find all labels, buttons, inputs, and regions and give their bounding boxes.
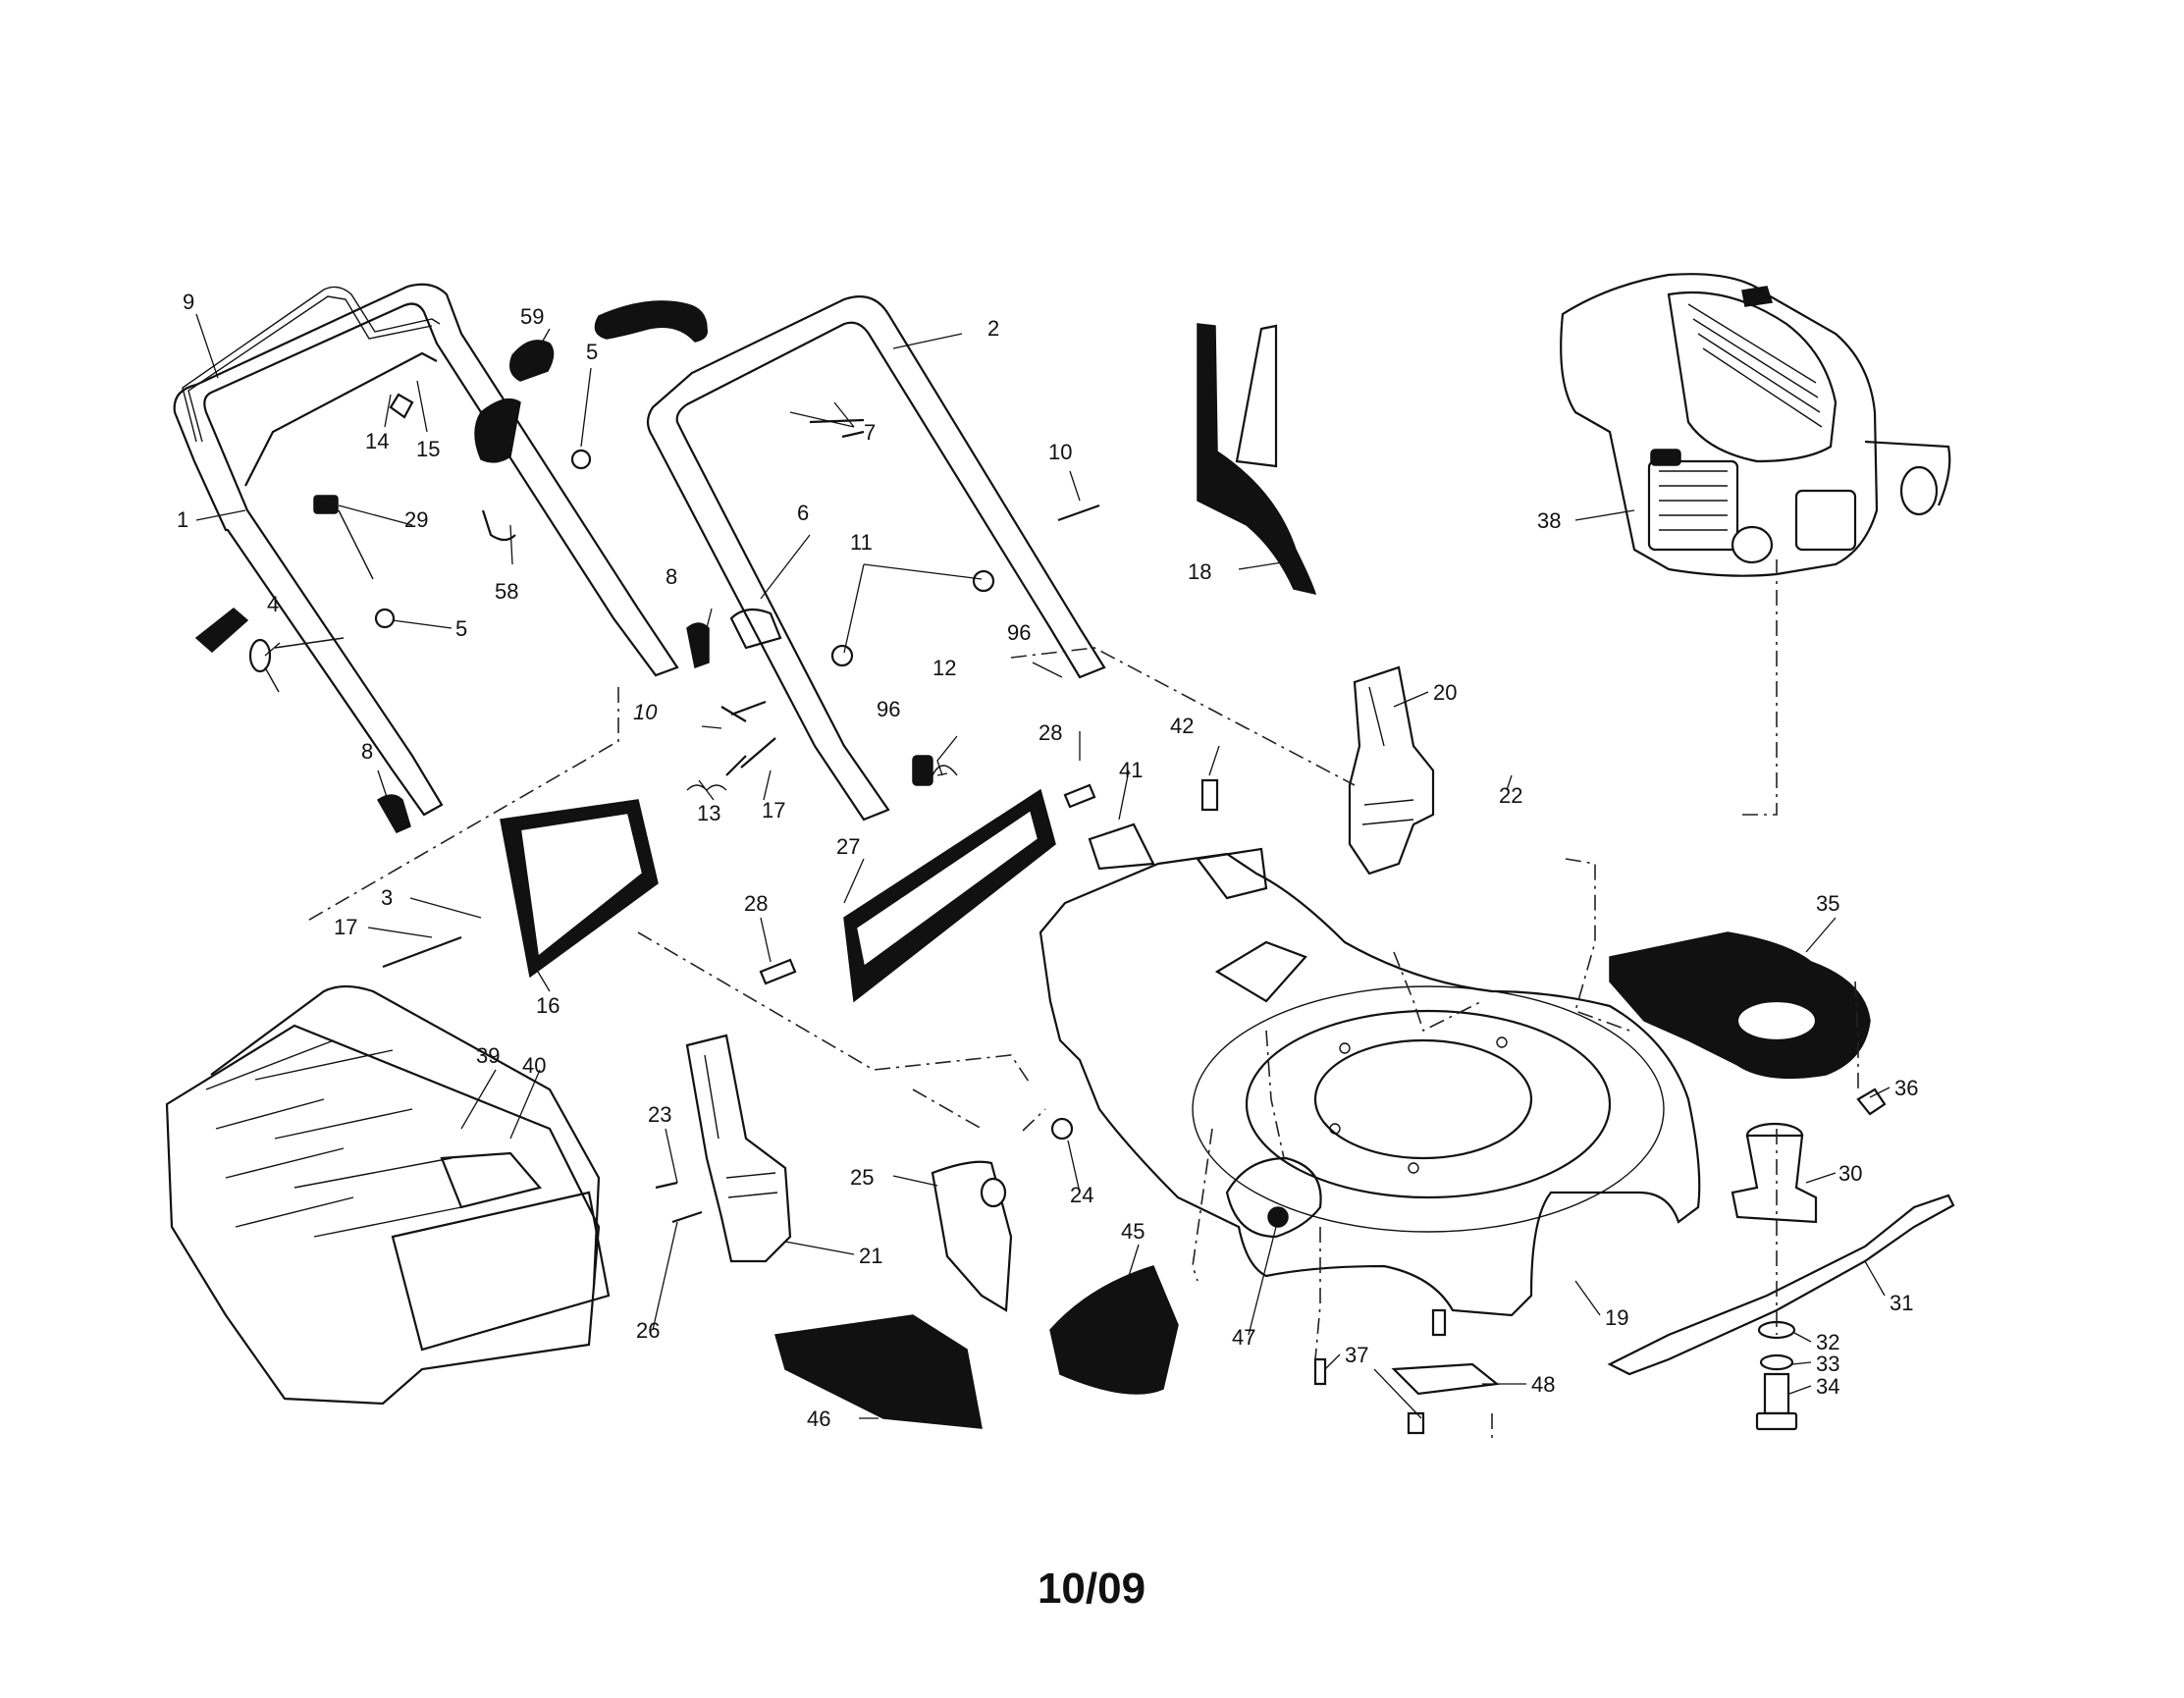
label-part-59: 59 — [520, 304, 544, 329]
side-chute-45 — [1049, 1265, 1179, 1395]
bolt-42 — [1200, 778, 1219, 812]
lower-handle-right — [646, 295, 1106, 822]
label-part-33: 33 — [1816, 1352, 1839, 1376]
label-part-2: 2 — [987, 316, 999, 341]
side-deflector-46 — [774, 1314, 983, 1429]
label-part-40: 40 — [522, 1053, 546, 1078]
label-part-58: 58 — [495, 579, 518, 604]
label-part-8b: 8 — [361, 739, 373, 764]
mulch-baffle-25 — [931, 1160, 1013, 1312]
label-part-96b: 96 — [877, 697, 900, 721]
label-part-37: 37 — [1345, 1343, 1368, 1367]
label-part-46: 46 — [807, 1406, 830, 1431]
cable-clip-29 — [313, 495, 374, 580]
part-labels: 9 59 2 5 14 15 7 10 1 29 58 6 18 38 4 5 … — [177, 290, 1918, 1431]
knob-8-mid — [686, 622, 710, 668]
label-part-12: 12 — [932, 656, 956, 680]
label-part-19: 19 — [1605, 1305, 1628, 1330]
label-part-47: 47 — [1232, 1325, 1255, 1350]
label-part-16: 16 — [536, 993, 559, 1018]
mounting-bolts-37 — [1313, 1308, 1447, 1435]
baffle-35 — [1609, 931, 1871, 1080]
label-part-6: 6 — [797, 501, 809, 525]
deck-19 — [1039, 847, 1701, 1317]
height-adjuster-20 — [1348, 665, 1435, 876]
upper-handle-left — [173, 283, 679, 817]
nut-24 — [1050, 1117, 1074, 1141]
leader-lines — [195, 313, 1891, 1419]
label-part-17b: 17 — [334, 915, 357, 939]
hinge-plate-27 — [843, 788, 1056, 1003]
adapter-30 — [1731, 1122, 1818, 1224]
label-part-45: 45 — [1121, 1219, 1145, 1244]
label-part-11: 11 — [850, 530, 873, 555]
blade-hardware — [1755, 1088, 1887, 1431]
label-part-18: 18 — [1188, 559, 1211, 584]
label-part-27: 27 — [836, 834, 860, 859]
label-part-23: 23 — [648, 1102, 671, 1127]
hinge-rod-17 — [382, 737, 776, 969]
knob-8-left — [376, 794, 411, 833]
label-part-17a: 17 — [762, 798, 785, 822]
label-part-22: 22 — [1499, 783, 1522, 808]
mulch-plug-18 — [1197, 323, 1317, 596]
label-part-21: 21 — [859, 1244, 882, 1268]
label-part-9: 9 — [183, 290, 194, 314]
label-part-29: 29 — [404, 507, 428, 532]
knob-4 — [194, 608, 345, 693]
bail-wire-9 — [182, 286, 441, 443]
label-part-10b: 10 — [633, 700, 658, 724]
label-part-35: 35 — [1816, 891, 1839, 916]
height-adjuster-21 — [685, 1034, 792, 1263]
handle-tube-59 — [474, 300, 708, 463]
hardware-small — [374, 393, 1100, 786]
label-part-1: 1 — [177, 507, 188, 532]
label-part-5a: 5 — [586, 340, 598, 364]
label-part-3: 3 — [381, 885, 393, 910]
bag-frame-39 — [440, 1151, 542, 1209]
label-part-24: 24 — [1070, 1183, 1093, 1207]
footer-date-code: 10/09 — [1038, 1565, 1145, 1613]
label-part-30: 30 — [1838, 1161, 1862, 1186]
label-part-15: 15 — [416, 437, 440, 461]
label-part-38: 38 — [1537, 508, 1561, 533]
bracket-6 — [729, 608, 782, 650]
label-part-25: 25 — [850, 1165, 874, 1190]
label-part-39: 39 — [476, 1043, 500, 1068]
label-part-34: 34 — [1816, 1374, 1839, 1399]
label-part-14: 14 — [365, 429, 389, 453]
grass-bag-40 — [165, 984, 611, 1406]
label-part-48: 48 — [1531, 1372, 1555, 1397]
label-part-10a: 10 — [1048, 440, 1072, 464]
spring-13 — [686, 784, 727, 791]
label-part-42: 42 — [1170, 714, 1194, 738]
label-part-8a: 8 — [666, 564, 677, 589]
label-part-26: 26 — [636, 1318, 660, 1343]
label-part-96a: 96 — [1007, 620, 1031, 645]
rear-door-16 — [500, 799, 659, 979]
label-part-5b: 5 — [455, 616, 467, 641]
label-part-31: 31 — [1890, 1291, 1913, 1315]
label-part-28a: 28 — [1039, 720, 1062, 745]
engine-38 — [1560, 273, 1951, 577]
label-part-4: 4 — [267, 592, 279, 616]
deflector-41 — [1088, 822, 1155, 871]
label-part-41: 41 — [1119, 758, 1143, 782]
blade-31 — [1607, 1194, 1955, 1376]
assembly-lines — [303, 559, 1859, 1443]
label-part-36: 36 — [1894, 1076, 1918, 1100]
bracket-48 — [1391, 1362, 1500, 1396]
label-part-13: 13 — [697, 801, 720, 825]
label-part-20: 20 — [1433, 680, 1457, 705]
label-part-28b: 28 — [744, 891, 768, 916]
label-part-7: 7 — [864, 420, 876, 445]
bolts-28 — [759, 783, 1096, 985]
bolts-23-26 — [655, 1181, 703, 1224]
label-part-32: 32 — [1816, 1330, 1839, 1354]
